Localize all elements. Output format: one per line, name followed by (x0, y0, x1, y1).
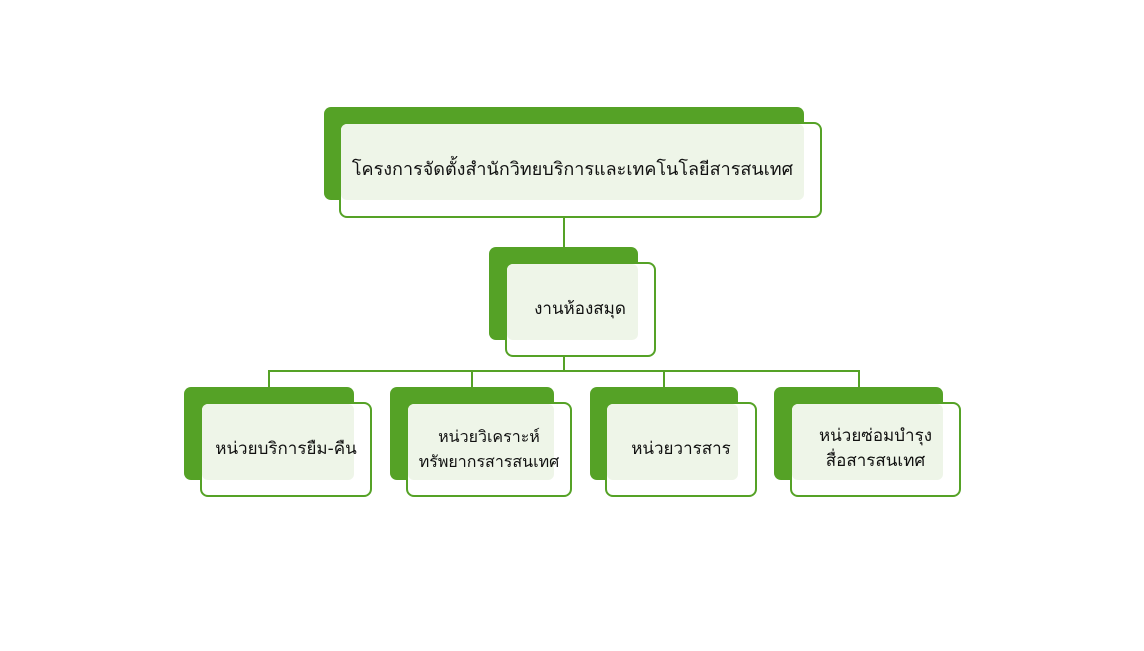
node-library-label: งานห้องสมุด (534, 298, 626, 319)
connector-unit-2 (471, 370, 473, 388)
node-unit-label: หน่วยวิเคราะห์ ทรัพยากรสารสนเทศ (418, 427, 560, 471)
connector-unit-4 (858, 370, 860, 388)
node-unit-label: หน่วยซ่อมบำรุง สื่อสารสนเทศ (818, 426, 933, 471)
connector-root-middle (563, 216, 565, 248)
node-unit-label: หน่วยวารสาร (631, 438, 731, 459)
connector-unit-3 (663, 370, 665, 388)
connector-unit-1 (268, 370, 270, 388)
node-root-label: โครงการจัดตั้งสำนักวิทยบริการและเทคโนโลย… (351, 158, 794, 180)
connector-middle-down (563, 355, 565, 372)
node-unit-label: หน่วยบริการยืม-คืน (215, 438, 357, 459)
connector-horizontal (268, 370, 860, 372)
